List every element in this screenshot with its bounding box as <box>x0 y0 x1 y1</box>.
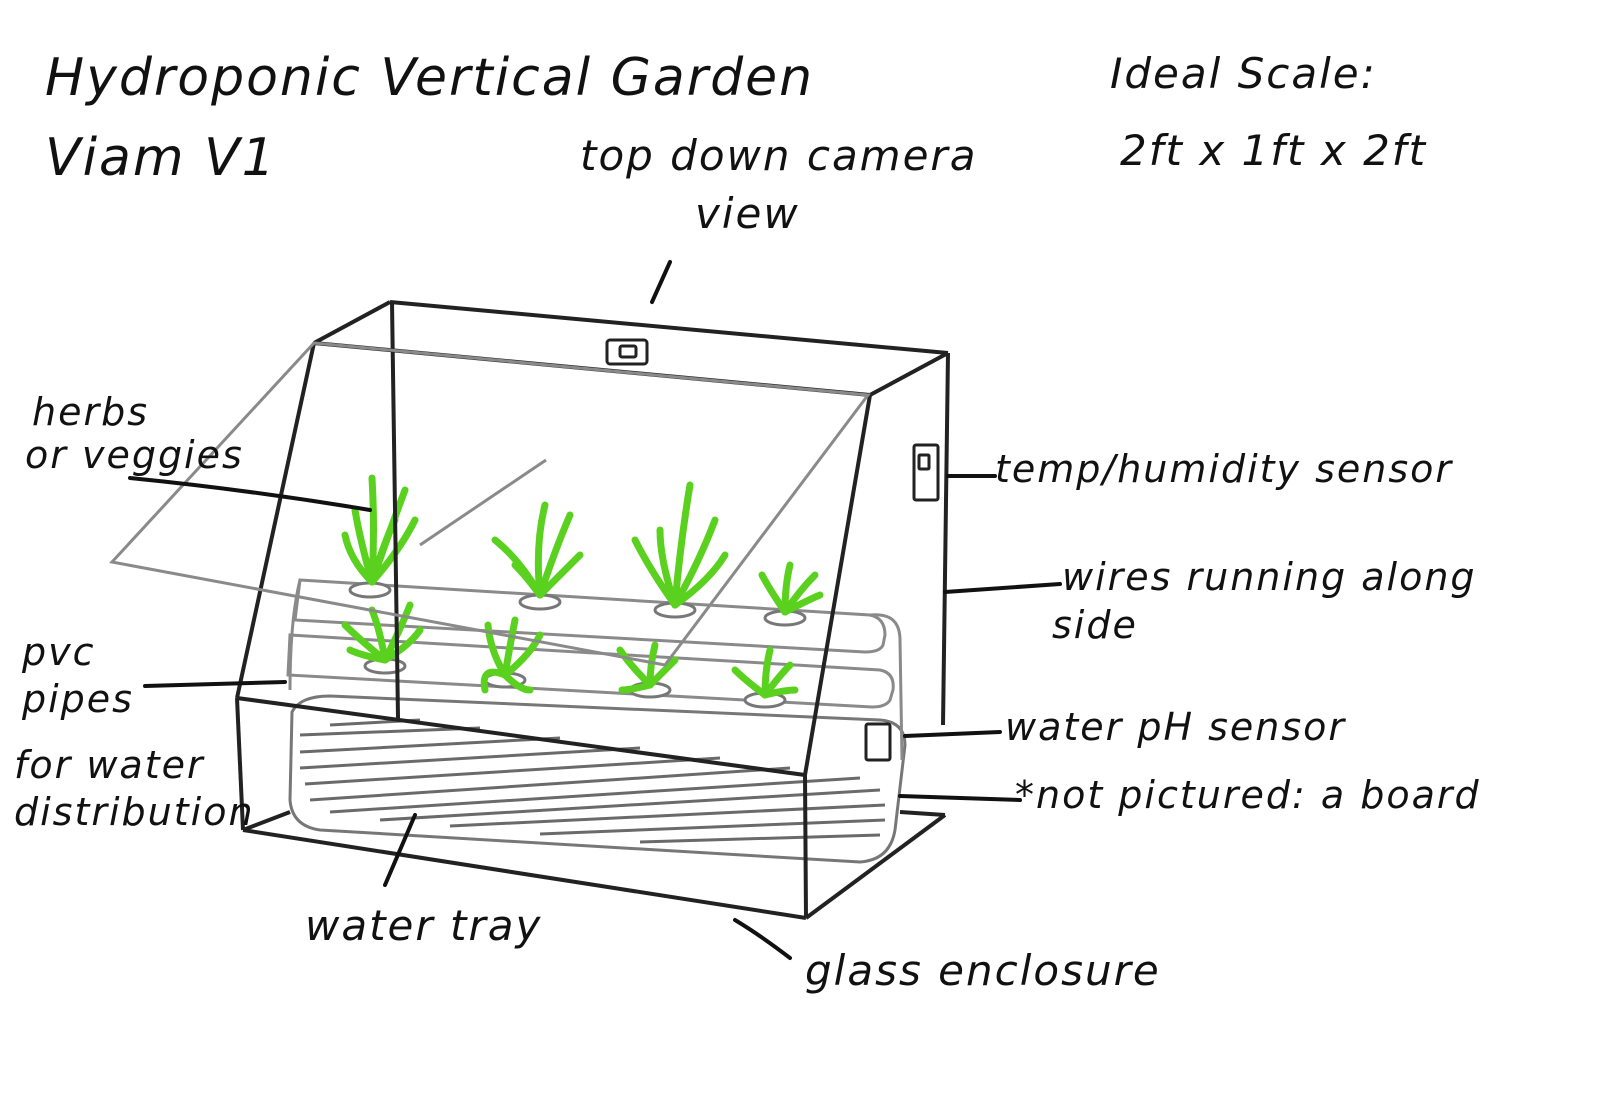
label-pvc-line3: for water <box>14 743 205 787</box>
plant-top-4 <box>758 561 824 616</box>
label-camera-line2: view <box>695 189 800 238</box>
leader-board <box>898 794 1022 802</box>
label-wires-line2: side <box>1052 603 1138 647</box>
leader-glass <box>733 918 792 960</box>
plants <box>341 474 824 699</box>
label-ph-sensor: water pH sensor <box>1005 705 1346 749</box>
leader-wires <box>943 582 1062 594</box>
camera-icon <box>605 338 649 366</box>
leader-lines <box>128 260 1062 960</box>
title-line1: Hydroponic Vertical Garden <box>45 48 814 108</box>
label-pvc-line1: pvc <box>21 630 96 674</box>
plant-bottom-2 <box>480 616 544 694</box>
plant-top-3 <box>631 481 729 609</box>
pvc-pipes <box>286 578 904 761</box>
label-glass-enclosure: glass enclosure <box>805 946 1161 995</box>
plant-top-1 <box>341 474 419 586</box>
leader-herbs <box>128 476 372 512</box>
label-not-pictured: *not pictured: a board <box>1015 773 1481 817</box>
leader-camera <box>650 260 672 304</box>
title-line2: Viam V1 <box>45 128 277 188</box>
ph-sensor-icon <box>864 722 892 762</box>
plant-bottom-3 <box>616 641 679 694</box>
tray-hatching <box>299 718 886 844</box>
label-pvc-line2: pipes <box>21 677 134 721</box>
scale-line1: Ideal Scale: <box>1110 49 1377 98</box>
water-tray <box>288 694 907 864</box>
glass-enclosure <box>235 300 950 920</box>
plant-top-2 <box>491 501 584 599</box>
plant-bottom-4 <box>731 646 799 699</box>
leader-pvc <box>143 680 287 688</box>
label-wires-line1: wires running along <box>1062 555 1477 599</box>
label-herbs-line1: herbs <box>32 390 149 434</box>
leader-tray <box>383 813 417 887</box>
label-water-tray: water tray <box>305 901 542 950</box>
temp-humidity-sensor-icon <box>912 443 940 502</box>
label-pvc-line4: distribution <box>14 790 255 834</box>
label-temp-sensor: temp/humidity sensor <box>995 447 1453 491</box>
label-camera-line1: top down camera <box>580 131 977 180</box>
scale-line2: 2ft x 1ft x 2ft <box>1120 126 1427 175</box>
leader-ph <box>903 730 1002 738</box>
label-herbs-line2: or veggies <box>25 433 244 477</box>
glass-lid <box>109 341 871 667</box>
plant-bottom-1 <box>341 601 424 664</box>
